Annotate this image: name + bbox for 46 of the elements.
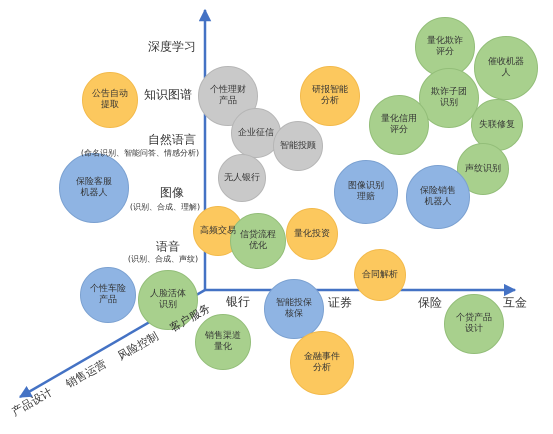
axis-label: 语音: [156, 238, 180, 255]
topic-circle: [354, 249, 406, 301]
topic-circle: [419, 68, 479, 128]
topic-text: 智能投顾: [279, 140, 317, 152]
axis-label: (识别、合成、理解): [130, 202, 200, 212]
axis-label: 银行: [226, 294, 250, 310]
topic-text: 无人银行: [223, 172, 261, 184]
topic-circle: [457, 143, 509, 195]
axis-label: 知识图谱: [144, 86, 192, 104]
topic-text: 量化投资: [293, 228, 331, 240]
topic-text: 研报智能分析: [311, 85, 349, 107]
topic-text: 高频交易: [199, 226, 237, 236]
topic-text: 图像识别理赔: [347, 181, 385, 203]
topic-text: 金融事件分析: [303, 352, 341, 374]
axis-label: 销售运营: [63, 356, 109, 392]
topic-text: 信贷流程优化: [239, 230, 277, 252]
axis-label: 保险: [418, 294, 442, 312]
axis-label: 产品设计: [9, 384, 55, 420]
topic-text: 量化欺诈评分: [426, 36, 464, 58]
axis-label: 图像: [160, 184, 184, 202]
axis-label: 证券: [328, 294, 352, 312]
topic-text: 人脸活体识别: [149, 289, 187, 311]
topic-text: 销售渠道量化: [204, 331, 242, 353]
axis-label: 自然语言: [148, 132, 196, 148]
topic-text: 量化信用评分: [380, 114, 418, 136]
topic-text: 智能投保核保: [275, 298, 313, 320]
axis-label: (识别、合成、声纹): [128, 254, 198, 264]
topic-text: 合同解析: [361, 270, 399, 280]
topic-text: 催收机器人: [487, 57, 525, 79]
topic-text: 个性理财产品: [209, 85, 247, 107]
topic-text: 个贷产品设计: [455, 313, 493, 335]
topic-text: 个性车险产品: [89, 284, 127, 306]
axis-label: 互金: [503, 294, 527, 312]
topic-circle: [218, 154, 266, 202]
topic-text: 企业征信: [237, 128, 275, 138]
axis-label: 深度学习: [148, 38, 196, 56]
topic-circle: [471, 99, 523, 151]
axis-label: 风险控制: [115, 328, 161, 364]
topic-text: 保险销售机器人: [419, 186, 457, 208]
topic-text: 失联修复: [478, 120, 516, 130]
topic-circle: [273, 121, 323, 171]
topic-text: 公告自动提取: [91, 89, 129, 111]
topic-circle: [286, 208, 338, 260]
topic-text: 声纹识别: [464, 164, 502, 174]
topic-text: 保险客服机器人: [75, 177, 113, 199]
topic-text: 欺诈子团识别: [430, 87, 468, 109]
